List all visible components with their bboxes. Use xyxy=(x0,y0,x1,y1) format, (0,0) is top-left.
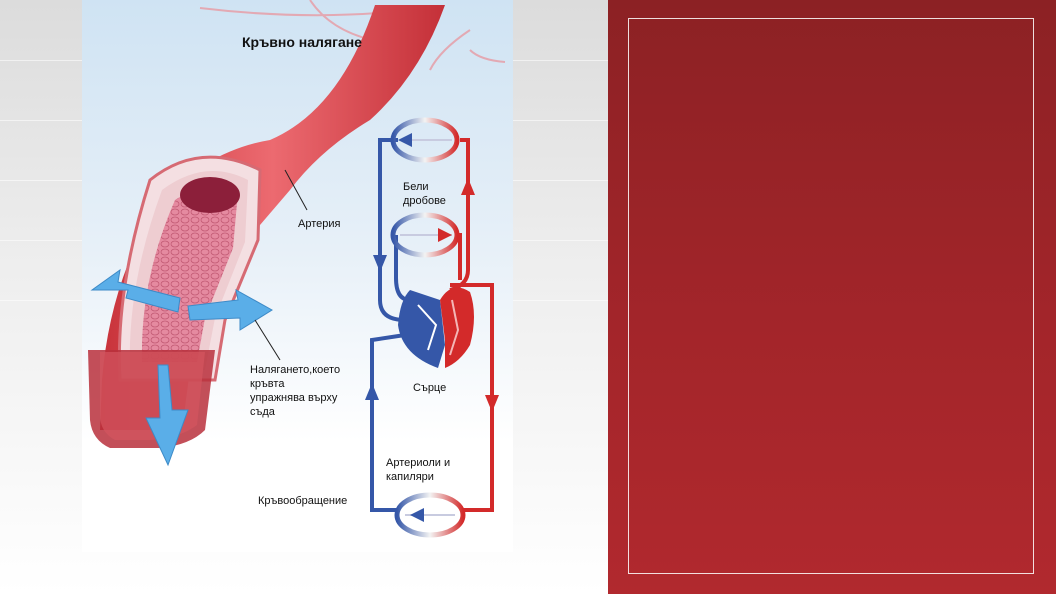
label-pressure-4: съда xyxy=(250,406,276,418)
label-arterioles-1: Артериоли и xyxy=(386,457,450,469)
arrow-left-body xyxy=(410,508,424,522)
label-heart: Сърце xyxy=(413,382,446,394)
pressure-arrow-down xyxy=(145,364,189,467)
heart-illustration xyxy=(398,287,474,368)
right-panel-frame xyxy=(628,18,1034,574)
label-circulation: Кръвообращение xyxy=(258,495,347,507)
label-pressure-2: кръвта xyxy=(250,378,285,390)
label-artery: Артерия xyxy=(298,218,341,230)
label-arterioles-2: капиляри xyxy=(386,471,434,483)
pressure-arrow-right xyxy=(187,289,273,331)
pressure-arrow-left xyxy=(90,268,181,313)
body-capillaries xyxy=(394,492,466,538)
leader-lines xyxy=(254,169,308,361)
arrow-right-lung-lower xyxy=(438,228,452,242)
label-lungs-2: дробове xyxy=(403,195,446,207)
flow-arrows xyxy=(365,133,499,522)
arrow-up-red xyxy=(461,178,475,195)
lung-capillaries-upper xyxy=(390,117,460,163)
circulation-diagram xyxy=(370,117,494,538)
arrow-down-red xyxy=(485,395,499,412)
pressure-arrows xyxy=(90,268,273,467)
arrow-up-blue xyxy=(365,383,379,400)
arrow-left-lung-upper xyxy=(398,133,412,147)
diagram-title: Кръвно налягане xyxy=(242,34,362,50)
label-lungs-1: Бели xyxy=(403,181,429,193)
arrow-down-blue xyxy=(373,255,387,272)
right-panel xyxy=(608,0,1056,594)
label-pressure-3: упражнява върху xyxy=(250,392,338,404)
lung-capillaries-lower xyxy=(390,212,460,258)
label-pressure-1: Налягането,което xyxy=(250,364,340,376)
